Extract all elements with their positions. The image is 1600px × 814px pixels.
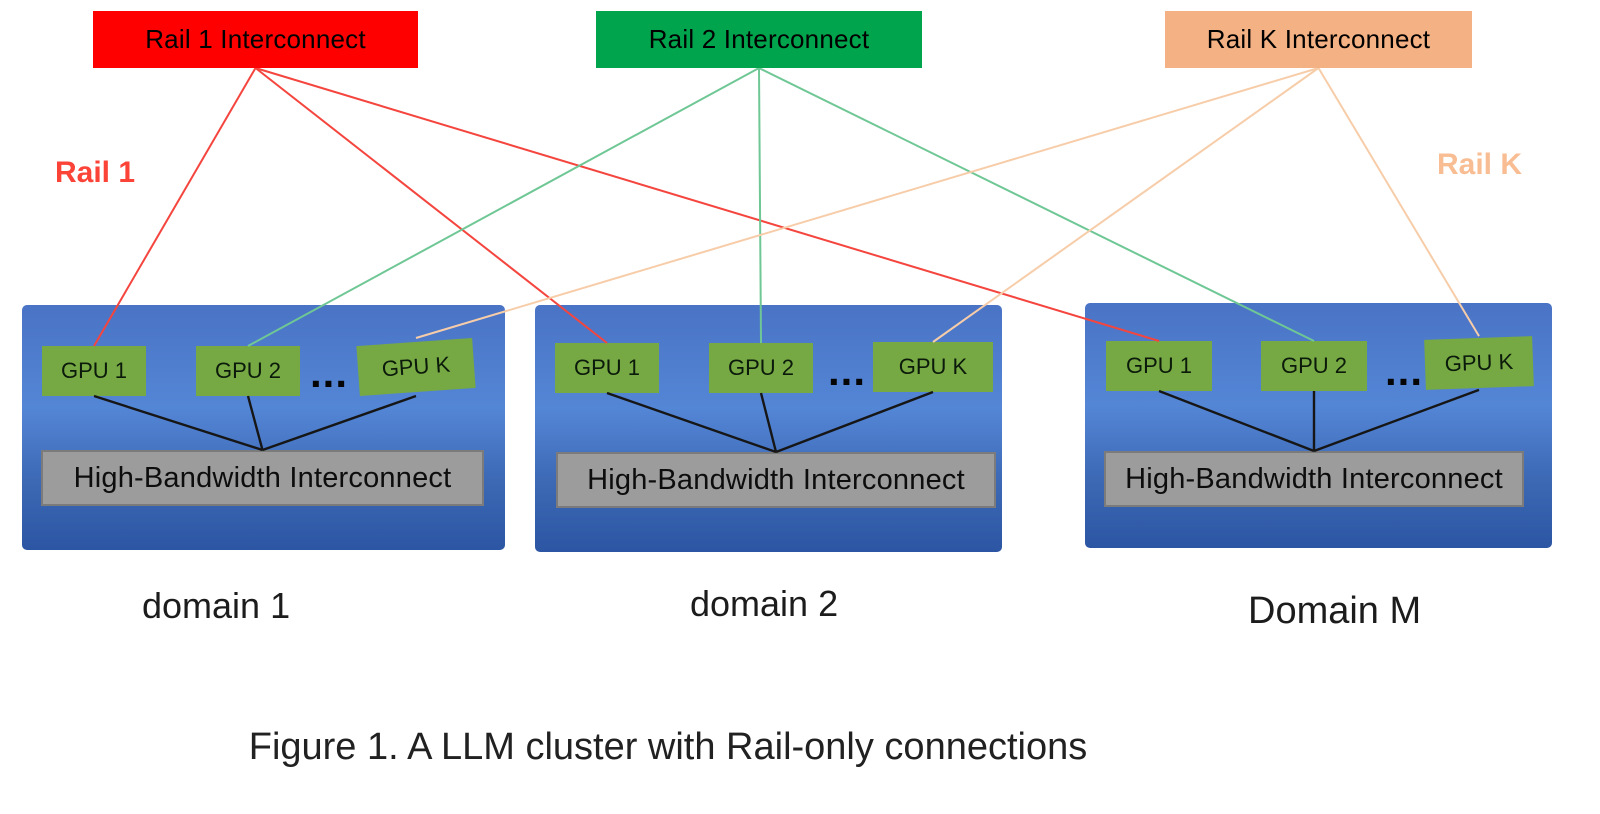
domain-1-label: domain 1 [142, 585, 291, 626]
domain-m-ellipsis: ... [1385, 347, 1424, 394]
domain-2-gpu-k-label: GPU K [898, 354, 968, 379]
figure-caption: Figure 1. A LLM cluster with Rail-only c… [248, 726, 1088, 768]
domain-2-gpu-2-label: GPU 2 [727, 355, 795, 380]
domain-2-interconnect-label: High-Bandwidth Interconnect [587, 463, 965, 496]
domain-m-gpu-1: GPU 1 [1106, 341, 1212, 391]
rail-1-side-label: Rail 1 [55, 156, 136, 189]
rail-2-interconnect-box: Rail 2 Interconnect [596, 11, 922, 68]
domain-1-gpu-k: GPU K [356, 338, 476, 396]
domain-2-label: domain 2 [690, 583, 839, 624]
domain-2-interconnect: High-Bandwidth Interconnect [556, 452, 996, 508]
domain-m-gpu-1-label: GPU 1 [1125, 353, 1193, 378]
rail-2-interconnect-label: Rail 2 Interconnect [648, 24, 870, 54]
domain-1-interconnect-label: High-Bandwidth Interconnect [73, 461, 452, 494]
rail-k-side-label: Rail K [1437, 148, 1523, 181]
domain-1-gpu-1-label: GPU 1 [60, 358, 128, 383]
domain-1-interconnect: High-Bandwidth Interconnect [41, 450, 484, 506]
domain-m-gpu-k: GPU K [1424, 336, 1534, 390]
domain-2-gpu-1: GPU 1 [555, 343, 659, 393]
domain-1-gpu-k-label: GPU K [380, 351, 451, 382]
domain-2-gpu-k: GPU K [873, 342, 993, 392]
rail-k-interconnect-box: Rail K Interconnect [1165, 11, 1472, 68]
domain-2-ellipsis: ... [828, 347, 867, 394]
domain-2-gpu-1-label: GPU 1 [573, 355, 641, 380]
domain-1-gpu-1: GPU 1 [42, 346, 146, 396]
domain-1-ellipsis: ... [310, 349, 349, 396]
rail-1-interconnect-box: Rail 1 Interconnect [93, 11, 418, 68]
rail-k-interconnect-label: Rail K Interconnect [1206, 24, 1431, 54]
domain-m-gpu-k-label: GPU K [1444, 348, 1514, 377]
domain-m-interconnect: High-Bandwidth Interconnect [1104, 451, 1524, 507]
domain-1-gpu-2: GPU 2 [196, 346, 300, 396]
domain-m-interconnect-label: High-Bandwidth Interconnect [1125, 462, 1503, 495]
domain-1-gpu-2-label: GPU 2 [214, 358, 282, 383]
domain-2-gpu-2: GPU 2 [709, 343, 813, 393]
domain-m-gpu-2-label: GPU 2 [1280, 353, 1348, 378]
domain-m-label: Domain M [1248, 590, 1422, 632]
rail-1-interconnect-label: Rail 1 Interconnect [145, 24, 366, 54]
domain-m-gpu-2: GPU 2 [1261, 341, 1367, 391]
